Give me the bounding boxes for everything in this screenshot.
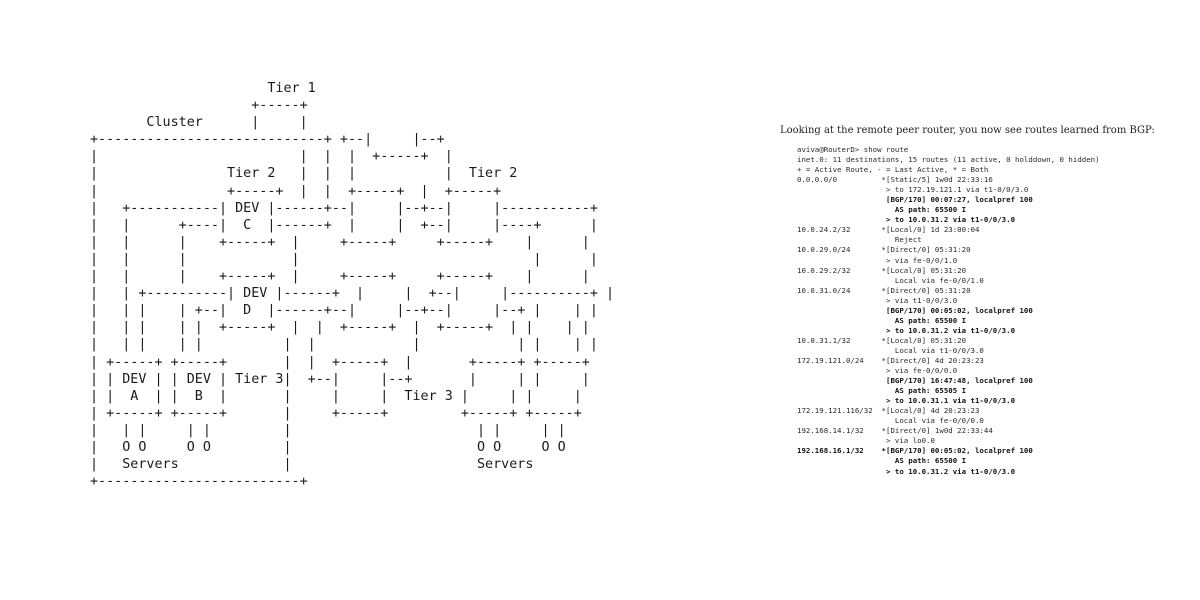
- cli-line: 192.168.14.1/32 *[Direct/0] 1w0d 22:33:4…: [797, 426, 993, 436]
- cli-line: [BGP/170] 00:05:02, localpref 100: [797, 305, 1033, 315]
- cli-line: AS path: 65500 I: [797, 315, 967, 325]
- cli-line: 172.19.121.0/24 *[Direct/0] 4d 20:23:23: [797, 355, 984, 365]
- diagram-line: | | | | | | | | | | | |: [90, 337, 598, 353]
- cli-line: Local via fe-0/0/0.0: [797, 416, 984, 426]
- diagram-line: | +-----+ +-----+ | +-----+ +-----+ +---…: [90, 405, 582, 421]
- cli-line: + = Active Route, - = Last Active, * = B…: [797, 165, 989, 175]
- cli-line: aviva@RouterD> show route: [797, 145, 909, 154]
- cli-line: 0.0.0.0/0 *[Static/5] 1w0d 22:33:16: [797, 175, 993, 185]
- network-topology-diagram: Tier 1 +-----+ Cluster | | +------------…: [90, 80, 614, 490]
- diagram-line: Cluster | |: [90, 115, 308, 131]
- diagram-line: | +-----+ +-----+ | | +-----+ | +-----+ …: [90, 354, 590, 370]
- route-output-panel: Looking at the remote peer router, you n…: [780, 124, 1190, 477]
- diagram-line: | | | +-----+ | +-----+ +-----+ | |: [90, 234, 590, 250]
- cli-line: > to 10.0.31.1 via t1-0/0/3.0: [797, 396, 1016, 406]
- cli-line: AS path: 65500 I: [797, 456, 967, 466]
- cli-line: AS path: 65505 I: [797, 386, 967, 396]
- diagram-line: | Servers | Servers: [90, 457, 534, 473]
- cli-line: Local via t1-0/0/3.0: [797, 345, 984, 355]
- cli-line: > to 10.0.31.2 via t1-0/0/3.0: [797, 325, 1016, 335]
- diagram-line: | | | | | | | | | |: [90, 422, 566, 438]
- cli-line: Reject: [797, 235, 922, 245]
- diagram-line: +-----+: [90, 98, 308, 114]
- cli-line: > via fe-0/0/0.0: [797, 366, 958, 376]
- cli-line: 10.0.31.1/32 *[Local/0] 05:31:20: [797, 335, 967, 345]
- cli-line: > via fe-0/0/1.0: [797, 255, 958, 265]
- diagram-line: | | +----| C |------+ | | +--| |----+ |: [90, 217, 598, 233]
- cli-line: 10.0.29.2/32 *[Local/0] 05:31:20: [797, 265, 967, 275]
- cli-line: 10.0.29.0/24 *[Direct/0] 05:31:20: [797, 245, 971, 255]
- cli-line: 192.168.16.1/32 *[BGP/170] 00:05:02, loc…: [797, 446, 1033, 456]
- diagram-line: | | A | | B | | | | Tier 3 | | | |: [90, 388, 582, 404]
- diagram-line: | O O O O | O O O O: [90, 439, 566, 455]
- cli-line: AS path: 65500 I: [797, 205, 967, 215]
- diagram-line: | | DEV | | DEV | Tier 3| +--| |--+ | | …: [90, 371, 590, 387]
- diagram-line: | | | | +-----+ |: [90, 149, 453, 165]
- cli-line: [BGP/170] 00:07:27, localpref 100: [797, 195, 1033, 205]
- cli-line: Local via fe-0/0/1.0: [797, 275, 984, 285]
- diagram-line: Tier 1: [90, 81, 316, 96]
- cli-line: 172.19.121.116/32 *[Local/0] 4d 20:23:23: [797, 406, 980, 416]
- diagram-line: | | | +-----+ | +-----+ +-----+ | |: [90, 269, 590, 285]
- cli-line: 10.0.24.2/32 *[Local/0] 1d 23:00:04: [797, 225, 980, 235]
- intro-text: Looking at the remote peer router, you n…: [780, 125, 1155, 136]
- cli-line: > to 172.19.121.1 via t1-0/0/3.0: [797, 185, 1029, 195]
- cli-line: > to 10.0.31.2 via t1-0/0/3.0: [797, 215, 1016, 225]
- cli-line: > to 10.0.31.2 via t1-0/0/3.0: [797, 466, 1016, 476]
- diagram-line: | | | | | +-----+ | | +-----+ | +-----+ …: [90, 320, 590, 336]
- cli-line: inet.0: 11 destinations, 15 routes (11 a…: [797, 155, 1100, 165]
- diagram-line: | | | | +--| D |------+--| |--+--| |--+ …: [90, 303, 598, 319]
- cli-line: [BGP/170] 16:47:48, localpref 100: [797, 376, 1033, 386]
- diagram-line: +----------------------------+ +--| |--+: [90, 132, 445, 148]
- cli-line: 10.0.31.0/24 *[Direct/0] 05:31:20: [797, 285, 971, 295]
- diagram-line: +-------------------------+: [90, 474, 308, 490]
- diagram-line: | Tier 2 | | | | Tier 2: [90, 166, 518, 182]
- cli-line: > via lo0.0: [797, 436, 935, 446]
- cli-line: > via t1-0/0/3.0: [797, 295, 958, 305]
- diagram-line: | +-----------| DEV |------+--| |--+--| …: [90, 200, 598, 216]
- diagram-line: | +-----+ | | +-----+ | +-----+: [90, 183, 502, 199]
- diagram-line: | | +----------| DEV |------+ | | +--| |…: [90, 286, 615, 302]
- diagram-line: | | | | | |: [90, 251, 598, 267]
